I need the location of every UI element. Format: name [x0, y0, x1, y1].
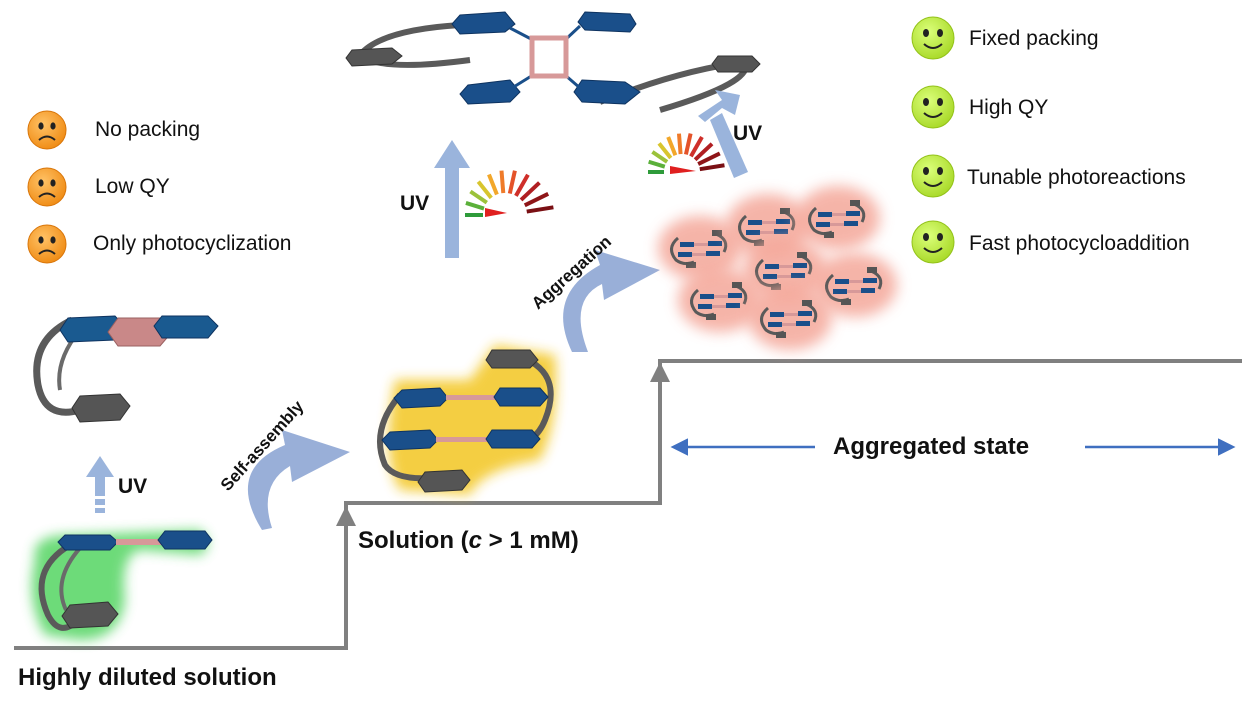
gray-unit [485, 349, 539, 369]
gauge-tick [657, 142, 673, 160]
gauge-tick [683, 133, 693, 155]
aggregate-dimer [748, 286, 832, 350]
gray-unit [345, 47, 403, 67]
blue-unit [485, 429, 541, 449]
blue-unit [393, 387, 449, 409]
disadvantage-list: No packing Low QY Only photocyclization [27, 110, 291, 264]
aggregated-state-label: Aggregated state [833, 433, 1029, 460]
uv-label: UV [400, 192, 429, 215]
speed-gauge-icon [465, 170, 554, 217]
blue-unit [459, 79, 521, 105]
gauge-tick [523, 192, 550, 208]
self-assembly-arrow [247, 430, 350, 530]
pink-bridge [436, 437, 494, 442]
smiley-face-icon [911, 220, 955, 264]
advantage-list: Fixed packing High QY Tunable photoreact… [911, 16, 1190, 264]
pink-bridge [116, 539, 166, 545]
disadvantage-label: No packing [95, 118, 200, 141]
gauge-tick [465, 201, 485, 211]
blue-unit [381, 429, 439, 451]
solution-label-c: c [469, 527, 482, 554]
uv-label: UV [118, 475, 147, 498]
gauge-tick [697, 151, 721, 166]
gauge-tick [693, 142, 714, 162]
gray-unit [711, 55, 761, 73]
cycloadduct-molecule [345, 11, 761, 113]
gauge-tick [648, 159, 666, 169]
blue-unit [157, 530, 213, 550]
smiley-face-icon [911, 154, 955, 198]
uv-arrow-dilute [86, 456, 114, 513]
solution-label: Solution (c > 1 mM) [358, 527, 579, 554]
cyclized-molecule [33, 315, 219, 423]
blue-unit [153, 315, 219, 339]
solution-label-suffix: > 1 mM) [482, 527, 579, 554]
uv-arrow-solution [434, 140, 470, 258]
advantage-label: Fixed packing [969, 27, 1099, 50]
advantage-label: Fast photocycloaddition [969, 232, 1190, 255]
gray-unit [61, 601, 119, 629]
sad-face-icon [27, 167, 67, 207]
dilute-solution-label: Highly diluted solution [18, 664, 277, 691]
gauge-tick [469, 189, 488, 205]
gauge-tick [514, 173, 530, 197]
linker-loop [33, 316, 81, 416]
staircase [14, 359, 1242, 650]
aggregate-dimer [743, 238, 827, 302]
sad-face-icon [27, 224, 67, 264]
speed-gauge-icon [648, 133, 725, 174]
gauge-tick [499, 170, 506, 194]
aggregate-cluster [658, 186, 897, 350]
gauge-tick [507, 170, 517, 194]
uv-label: UV [733, 122, 762, 145]
solution-label-prefix: Solution ( [358, 527, 469, 554]
blue-unit [451, 11, 516, 35]
disadvantage-label: Only photocyclization [93, 232, 291, 255]
uv-arrow-aggregate [698, 90, 748, 178]
gauge-tick [699, 163, 725, 172]
gray-unit [71, 393, 131, 423]
step-line [14, 359, 1242, 650]
dilute-molecule [31, 530, 213, 640]
disadvantage-label: Low QY [95, 175, 170, 198]
sad-face-icon [27, 110, 67, 150]
aggregate-dimer [678, 268, 762, 332]
linker-loop [59, 546, 82, 611]
blue-unit [577, 11, 637, 33]
blue-unit [493, 387, 549, 407]
gauge-tick [666, 136, 678, 157]
gray-unit [417, 469, 471, 493]
gauge-tick [519, 181, 541, 202]
gauge-tick [487, 173, 499, 196]
smiley-face-icon [911, 85, 955, 129]
gauge-tick [689, 136, 704, 158]
advantage-label: Tunable photoreactions [967, 166, 1186, 189]
gauge-tick [651, 150, 669, 164]
blue-unit [57, 534, 119, 551]
smiley-face-icon [911, 16, 955, 60]
linker-loop [38, 542, 81, 631]
blue-unit [573, 79, 641, 105]
pink-cyclobutane [529, 35, 569, 79]
aggregation-arrow [563, 250, 660, 352]
aggregate-dimer [796, 186, 880, 250]
yellow-glow [388, 345, 556, 495]
aggregate-dimer [813, 253, 897, 317]
linker-loop [377, 393, 431, 482]
pink-bridge [446, 395, 501, 400]
aggregate-dimer [658, 216, 742, 280]
solution-dimer [377, 345, 556, 495]
gauge-tick [526, 205, 554, 214]
gauge-tick [676, 133, 683, 155]
gauge-tick [476, 180, 493, 200]
advantage-label: High QY [969, 96, 1048, 119]
